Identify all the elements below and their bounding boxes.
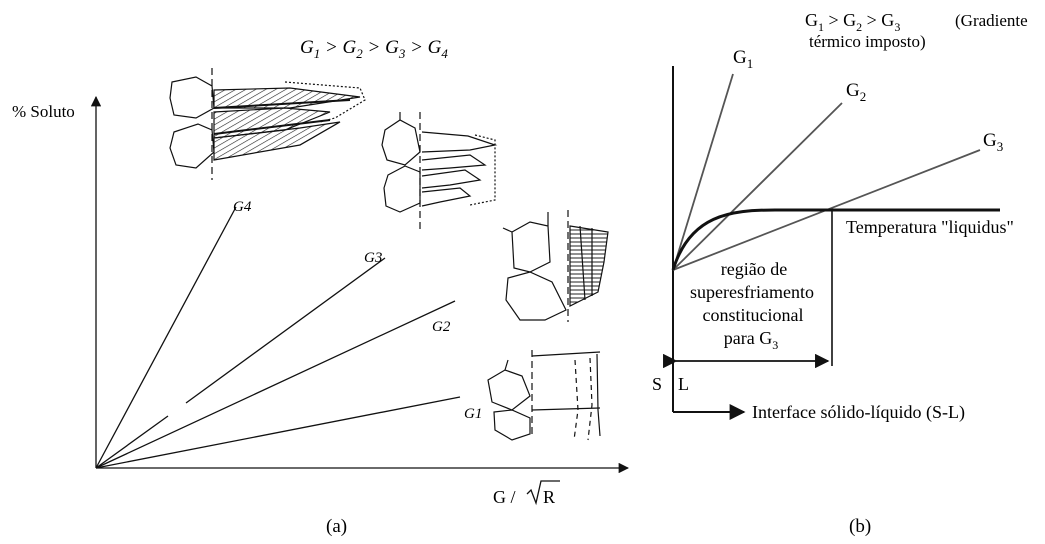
x-axis-label: G / R [493, 480, 560, 507]
liquid-label: L [678, 374, 689, 394]
label-g3: G3 [364, 250, 382, 266]
panel-b-title-note-1: (Gradiente [955, 11, 1028, 30]
microstructure-planar [487, 350, 601, 441]
microstructure-equiaxed-dendritic [169, 68, 366, 180]
panel-b: G1 > G2 > G3 (Gradiente térmico imposto)… [652, 10, 1028, 537]
panel-a: G1 > G2 > G3 > G4 % Soluto G / R G1 G2 G… [12, 37, 630, 537]
panel-a-title: G1 > G2 > G3 > G4 [300, 37, 448, 61]
label-b-g2: G2 [846, 80, 866, 104]
region-text: região de superesfriamento constituciona… [690, 259, 814, 352]
label-b-g3: G3 [983, 130, 1003, 154]
svg-text:G /: G / [493, 487, 516, 507]
region-line-4: para G3 [724, 328, 778, 352]
line-g3-lower [95, 415, 169, 469]
x-axis-label-b: Interface sólido-líquido (S-L) [752, 402, 965, 423]
sqrt-sign [526, 480, 560, 506]
line-b-g2 [672, 102, 843, 271]
line-g3-upper [185, 257, 386, 404]
region-line-3: constitucional [703, 305, 804, 325]
panel-b-title: G1 > G2 > G3 [805, 10, 900, 34]
region-line-2: superesfriamento [690, 282, 814, 302]
line-g2 [95, 300, 456, 469]
liquidus-label: Temperatura "liquidus" [846, 217, 1014, 237]
svg-text:R: R [543, 487, 555, 507]
line-g1 [95, 396, 461, 469]
solid-label: S [652, 374, 662, 394]
region-line-1: região de [721, 259, 787, 279]
panel-b-title-note-2: térmico imposto) [809, 32, 926, 51]
label-g2: G2 [432, 319, 451, 335]
microstructure-cellular [502, 210, 609, 322]
liquidus-curve [671, 208, 1000, 271]
caption-b: (b) [849, 516, 871, 537]
label-b-g1: G1 [733, 47, 753, 71]
microstructure-columnar-dendritic [381, 112, 498, 230]
caption-a: (a) [326, 516, 347, 537]
line-b-g1 [672, 73, 734, 271]
line-g4 [95, 206, 237, 469]
label-g1: G1 [464, 406, 482, 422]
label-g4: G4 [233, 199, 252, 215]
y-axis-label: % Soluto [12, 102, 75, 121]
